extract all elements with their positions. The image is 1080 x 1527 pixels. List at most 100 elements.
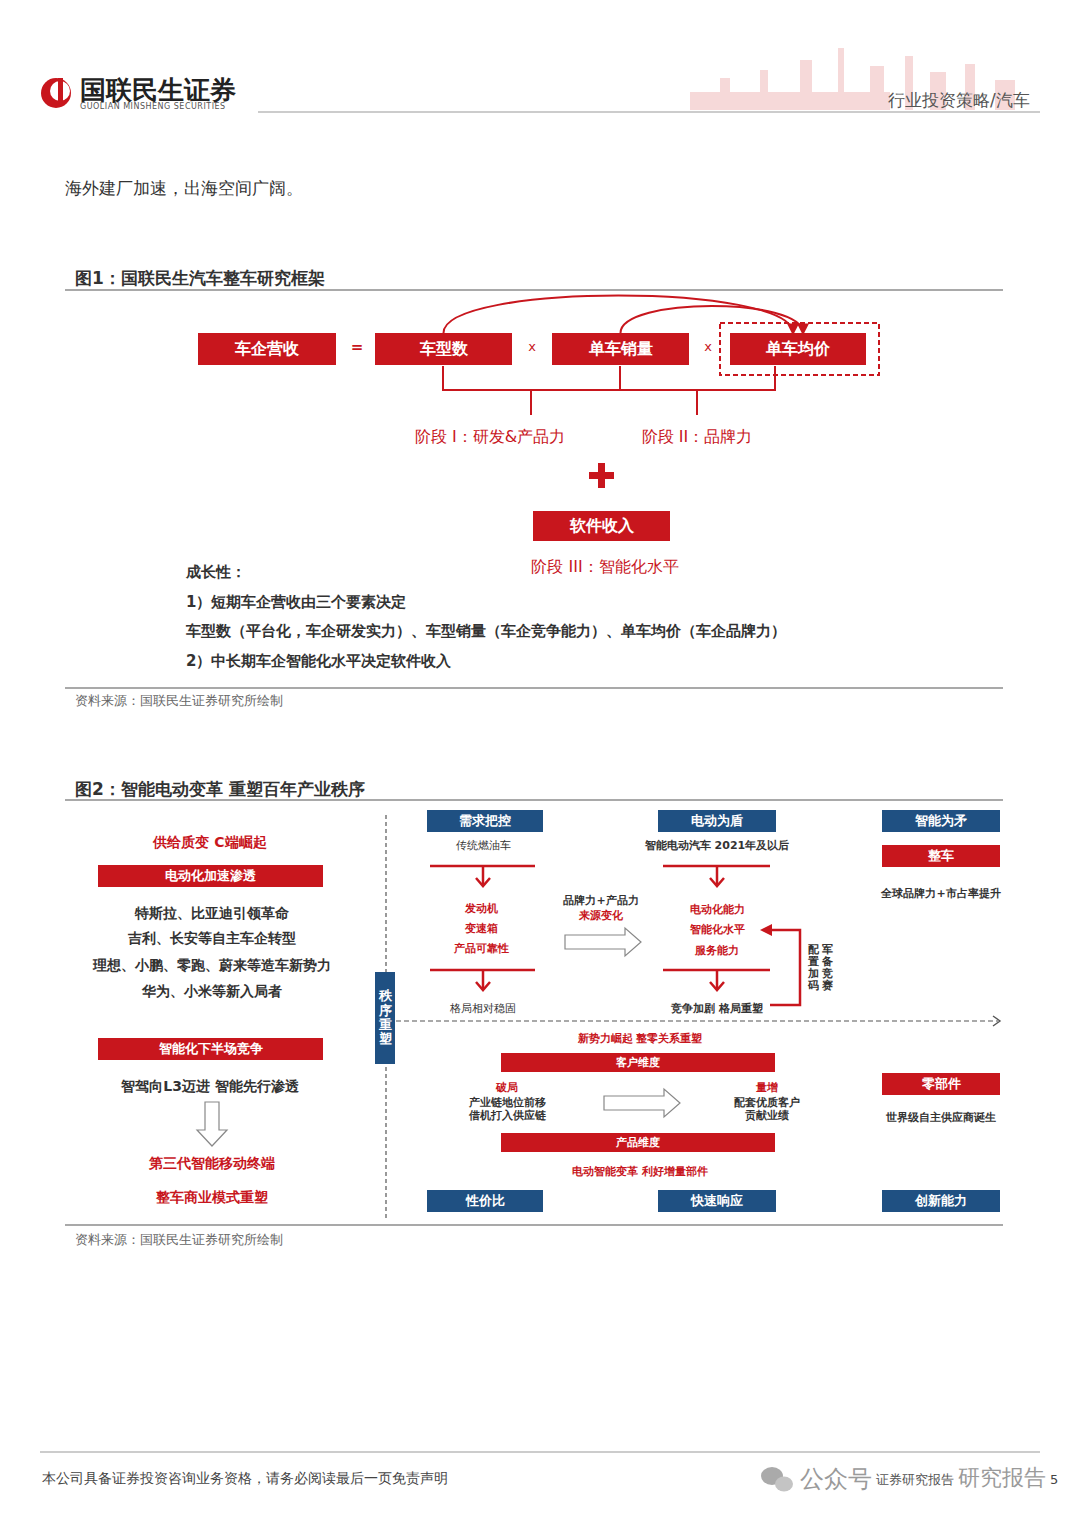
text-label: 智能化水平 [690,923,745,937]
text-label: 证券研究报告 [876,1472,954,1488]
text-label: 国联民生证券 [80,74,236,107]
text-label: 量增 [756,1081,778,1095]
text-label: 资料来源：国联民生证券研究所绘制 [75,1232,283,1248]
stage-bracket [443,366,775,415]
red-box: 客户维度 [501,1053,775,1072]
text-label: 海外建厂加速，出海空间广阔。 [65,178,303,199]
text-label: 产业链地位前移 借机打入供应链 [465,1096,549,1122]
flow-arrows [430,866,800,1005]
text-label: x [528,339,536,355]
arrow-head [760,924,772,936]
blue-box: 性价比 [427,1190,543,1212]
box-text: 单车销量 [589,339,653,360]
logo-icon [41,78,71,108]
title-rule [65,289,1003,290]
red-box: 单车均价 [730,333,866,365]
text-label: 全球品牌力+市占率提升 [881,887,1000,901]
red-box: 电动化加速渗透 [98,865,323,887]
box-text: 产品维度 [616,1135,660,1150]
hollow-arrow [604,1089,680,1117]
red-box: 智能化下半场竞争 [98,1038,323,1060]
text-label: 破局 [496,1081,518,1095]
section-rule [65,687,1003,688]
arrow-head [993,1016,1000,1026]
text-label: 第三代智能移动终端 [149,1155,275,1173]
text-label: 配套优质客户 贡献业绩 [730,1096,804,1122]
text-label: 华为、小米等新入局者 [142,983,282,1001]
hollow-arrow [565,928,641,956]
text-label: 智驾向L3迈进 智能先行渗透 [121,1078,299,1096]
text-label: 传统燃油车 [456,839,511,853]
text-label: 电动化能力 [690,903,745,917]
text-label: 图1：国联民生汽车整车研究框架 [75,268,325,289]
box-text: 电动化加速渗透 [165,867,256,885]
red-box: 产品维度 [501,1133,775,1152]
text-label: 供给质变 C端崛起 [153,834,266,852]
box-text: 性价比 [466,1192,505,1210]
text-label: 公众号 [800,1464,872,1494]
box-text: 车型数 [420,339,468,360]
blue-box: 快速响应 [658,1190,776,1212]
text-label: 整车商业模式重塑 [156,1189,268,1207]
box-text: 智能为矛 [915,812,967,830]
title-rule [65,799,1003,800]
header-rule [258,112,1040,113]
footer-rule [40,1452,1040,1453]
text-label: 发动机 [465,902,498,916]
red-box: 车型数 [375,333,512,365]
text-label: 品牌力+产品力 [563,894,638,908]
text-label: = [351,338,364,357]
box-text: 电动为盾 [691,812,743,830]
text-label: 格局相对稳固 [450,1002,516,1016]
red-box: 单车销量 [552,333,689,365]
text-label: 本公司具备证券投资咨询业务资格，请务必阅读最后一页免责声明 [42,1470,448,1488]
blue-box: 需求把控 [427,810,543,832]
box-text: 车企营收 [235,339,299,360]
text-label: 成长性： [186,563,246,582]
red-box: 零部件 [882,1073,1000,1095]
text-label: 智能电动汽车 2021年及以后 [645,839,789,853]
text-label: 资料来源：国联民生证券研究所绘制 [75,693,283,709]
text-label: 图2：智能电动变革 重塑百年产业秩序 [75,779,365,800]
text-label: 电动智能变革 利好增量部件 [572,1165,708,1179]
hollow-arrow [197,1102,227,1146]
dashed-highlight [720,323,879,375]
box-text: 软件收入 [570,516,634,537]
text-label: 世界级自主供应商诞生 [886,1111,996,1125]
box-text: 创新能力 [915,1192,967,1210]
text-label: 2）中长期车企智能化水平决定软件收入 [186,652,451,671]
box-text: 单车均价 [766,339,830,360]
text-label: 来源变化 [579,909,623,923]
red-box: 软件收入 [533,511,670,541]
text-label: 1）短期车企营收由三个要素决定 [186,593,406,612]
box-text: 秩序重塑 [379,989,392,1046]
text-label: 特斯拉、比亚迪引领革命 [135,905,289,923]
blue-box: 智能为矛 [882,810,1000,832]
box-text: 整车 [928,847,954,865]
text-label: 车型数（平台化，车企研发实力）、车型销量（车企竞争能力）、单车均价（车企品牌力） [186,622,786,641]
blue-box: 创新能力 [882,1190,1000,1212]
box-text: 客户维度 [616,1055,660,1070]
curved-arrow [444,296,794,334]
blue-box: 秩序重塑 [375,972,395,1064]
text-label: 竞争加剧 格局重塑 [671,1002,763,1016]
text-label: 阶段 II：品牌力 [642,427,753,447]
text-label: 新势力崛起 整零关系重塑 [578,1032,703,1046]
text-label: 配置加码 [808,944,819,992]
text-label: 变速箱 [465,922,498,936]
text-label: 阶段 I：研发&产品力 [415,427,565,447]
plus-sign [589,463,614,488]
box-text: 快速响应 [691,1192,743,1210]
box-text: 智能化下半场竞争 [159,1040,263,1058]
red-box: 车企营收 [198,333,336,365]
section-rule [65,1224,1003,1225]
text-label: 理想、小鹏、零跑、蔚来等造车新势力 [93,957,331,975]
box-text: 需求把控 [459,812,511,830]
text-label: x [704,339,712,355]
text-label: 行业投资策略/汽车 [888,90,1030,111]
text-label: 阶段 III：智能化水平 [531,557,678,577]
wechat-icon [761,1467,793,1492]
